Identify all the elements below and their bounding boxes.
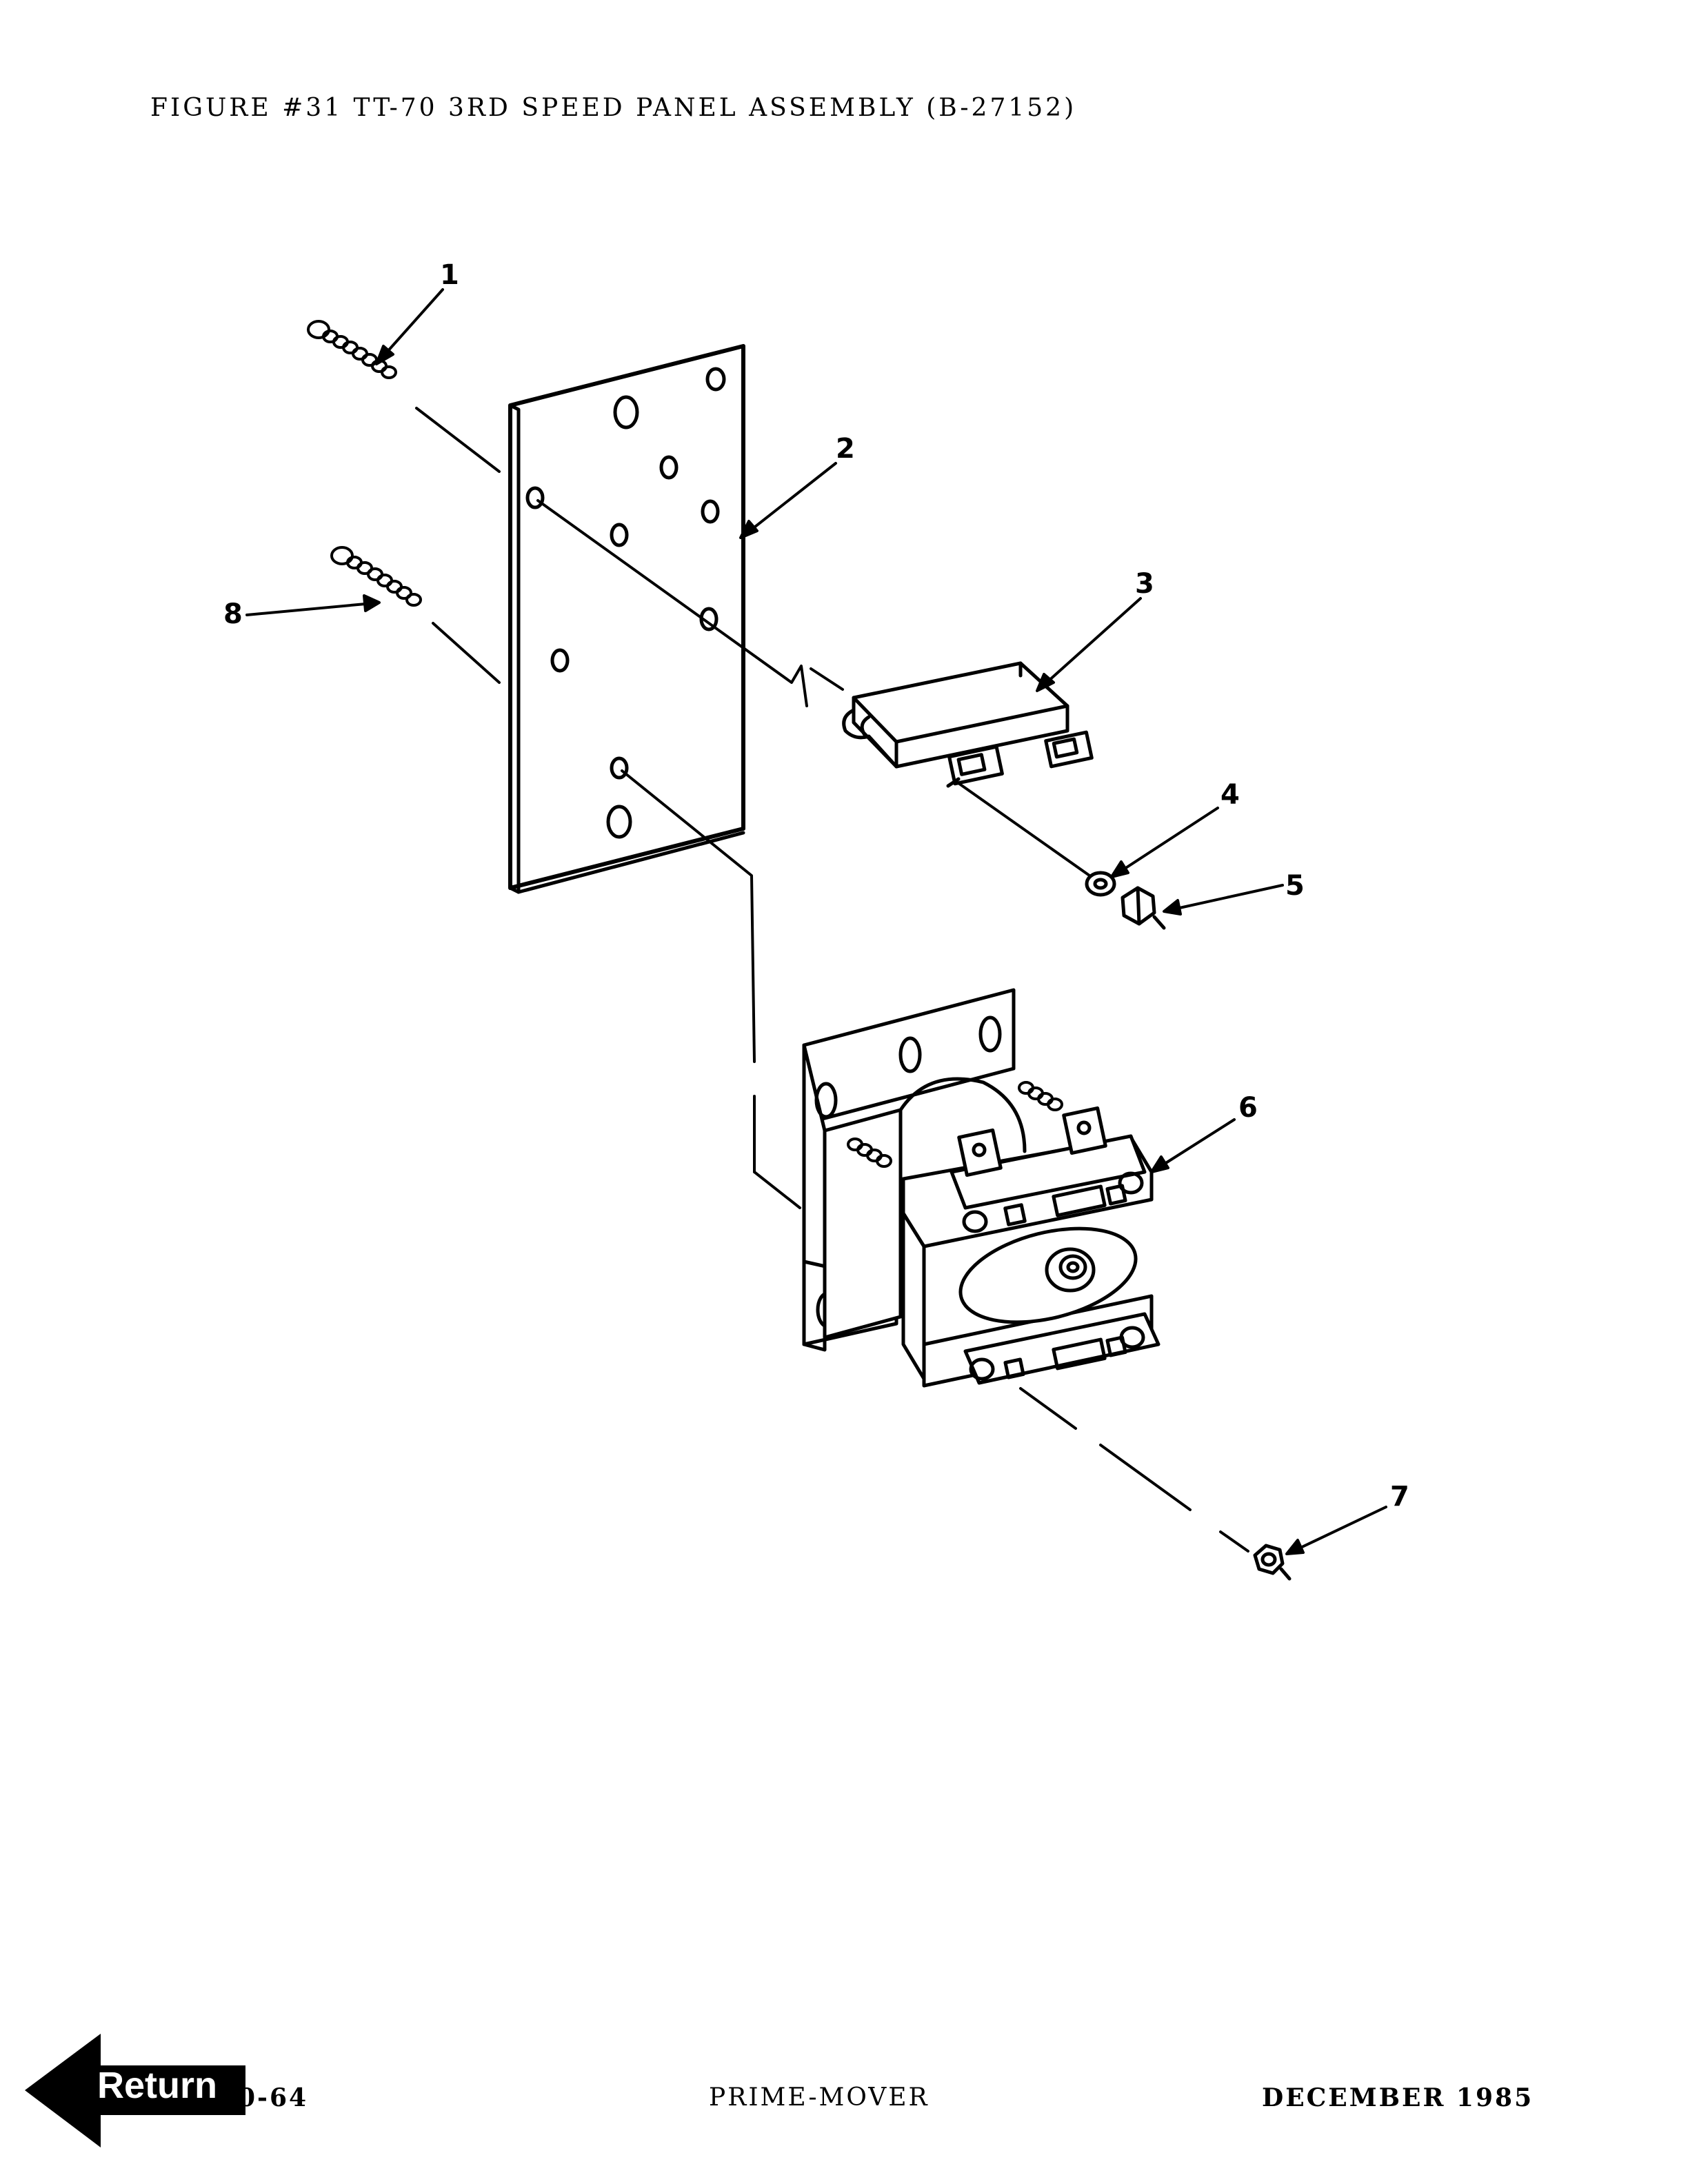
callout-3: 3 bbox=[1135, 568, 1154, 600]
hex-nut-small bbox=[1121, 886, 1166, 930]
callout-1: 1 bbox=[440, 259, 459, 291]
mounting-panel bbox=[508, 344, 745, 894]
callout-labels: 1 2 3 4 5 6 7 8 bbox=[223, 259, 1409, 1513]
hex-nut-bottom bbox=[1253, 1544, 1292, 1581]
document-date: DECEMBER 1985 bbox=[1262, 2083, 1534, 2112]
screw-middle bbox=[330, 546, 422, 607]
contactor-assembly bbox=[802, 988, 1160, 1388]
callout-2: 2 bbox=[836, 433, 855, 465]
section-name: PRIME-MOVER bbox=[709, 2083, 930, 2112]
callout-7: 7 bbox=[1390, 1481, 1409, 1513]
page-title: FIGURE #31 TT-70 3RD SPEED PANEL ASSEMBL… bbox=[150, 94, 1077, 122]
page-number: 0-64 bbox=[238, 2083, 309, 2112]
left-arrow-icon bbox=[25, 2034, 245, 2147]
relay-block bbox=[842, 661, 1094, 788]
return-button[interactable]: Return bbox=[25, 2034, 252, 2147]
callout-5: 5 bbox=[1285, 870, 1305, 902]
callout-4: 4 bbox=[1220, 779, 1240, 811]
callout-8: 8 bbox=[223, 598, 243, 630]
callout-6: 6 bbox=[1238, 1092, 1258, 1124]
assembly-lines bbox=[415, 407, 1249, 1553]
return-label: Return bbox=[97, 2065, 217, 2106]
lock-washer bbox=[1085, 871, 1116, 897]
leader-lines bbox=[245, 288, 1387, 1555]
